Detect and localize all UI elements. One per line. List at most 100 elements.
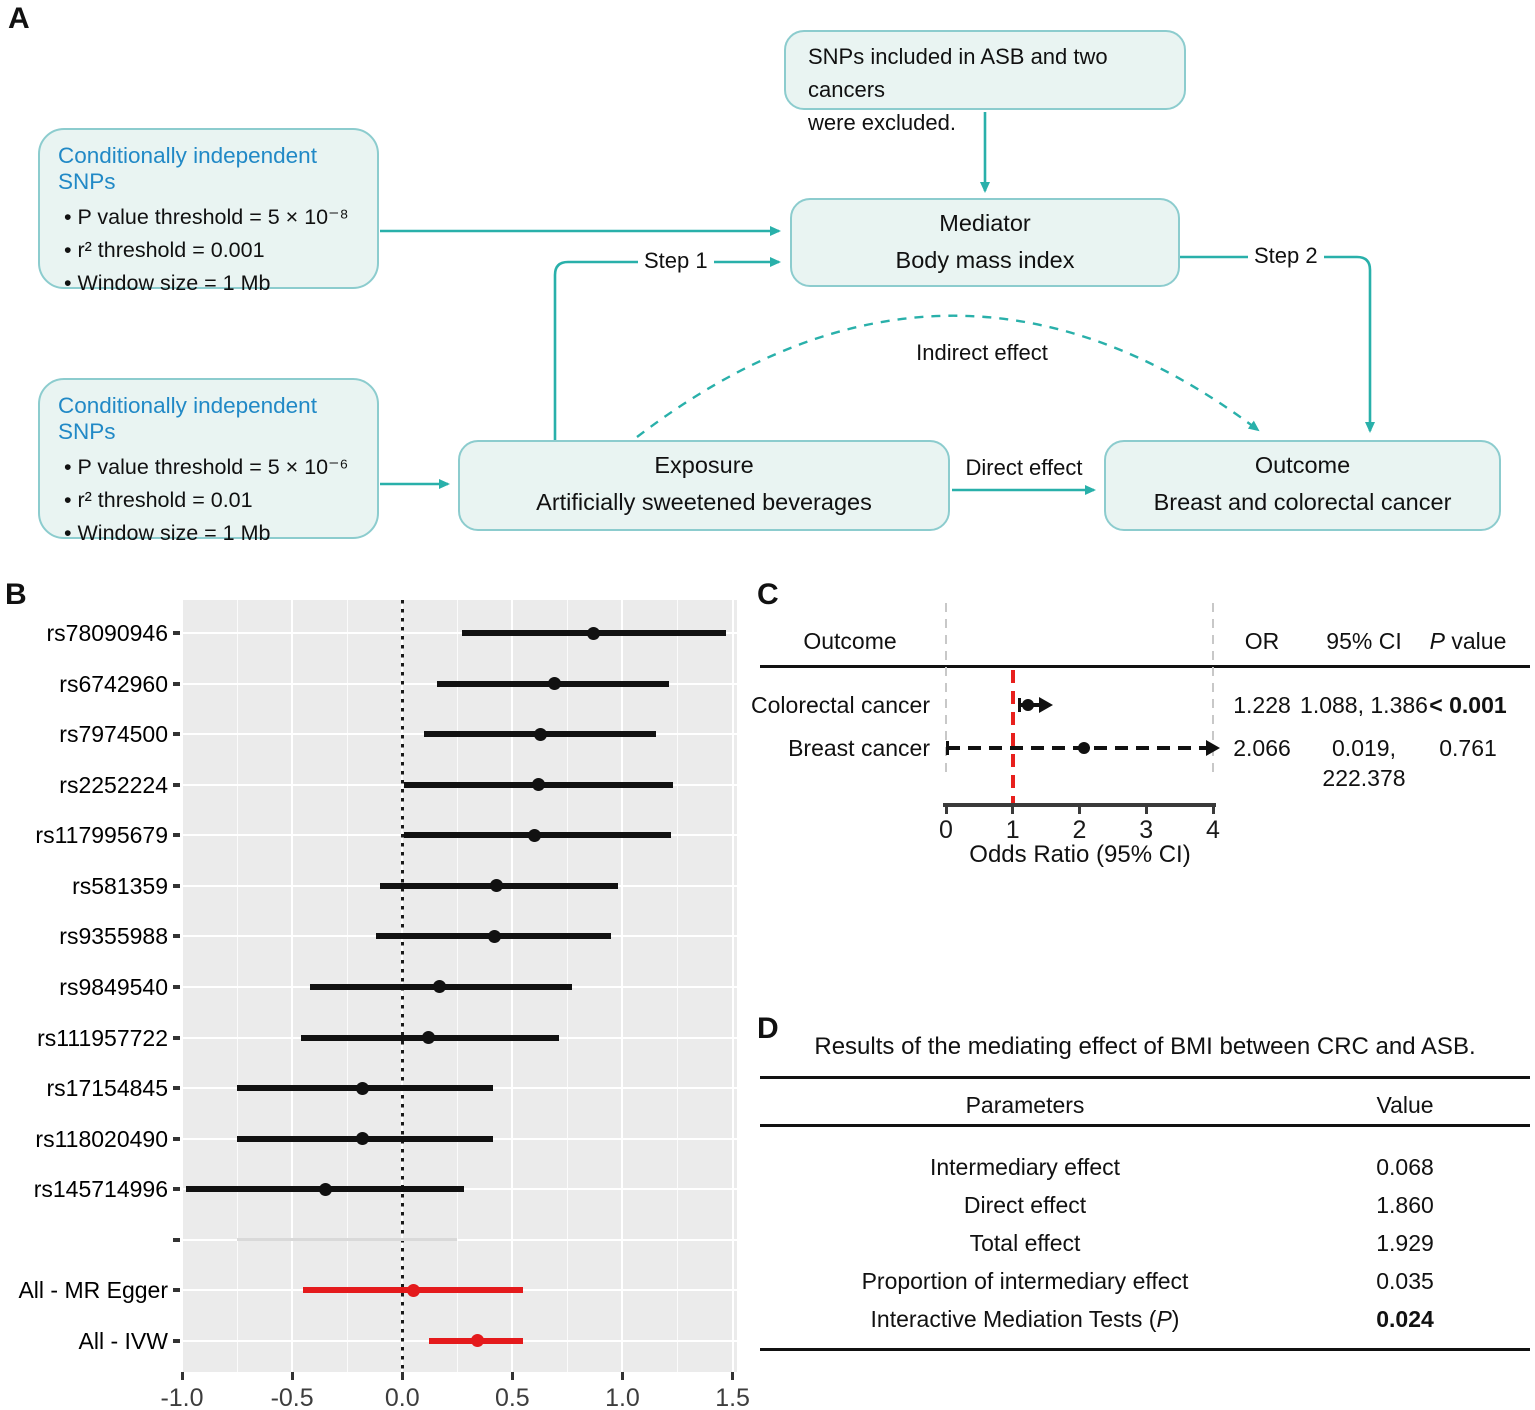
grid-vertical-major-line bbox=[731, 600, 734, 1372]
point-estimate-dot bbox=[534, 727, 548, 741]
x-axis-tick bbox=[731, 1372, 735, 1380]
y-axis-label: rs9355988 bbox=[59, 923, 168, 950]
ci-arrowhead bbox=[1038, 697, 1053, 713]
or-table-header-pvalue: P value bbox=[1398, 628, 1535, 655]
indirect-effect-label: Indirect effect bbox=[916, 340, 1048, 365]
or-row-p-value: < 0.001 bbox=[1429, 692, 1507, 718]
p-rest: value bbox=[1444, 628, 1507, 654]
exposure-box: Exposure Artificially sweetened beverage… bbox=[458, 440, 950, 531]
x-axis-tick-label: 0.5 bbox=[494, 1384, 530, 1410]
x-axis-tick bbox=[1078, 806, 1081, 814]
mediation-table-rule-mid bbox=[760, 1124, 1530, 1127]
or-table-header-or: OR bbox=[1244, 628, 1280, 654]
grid-horizontal-line bbox=[182, 632, 737, 634]
y-axis-tick bbox=[173, 1035, 180, 1040]
y-axis-label: rs118020490 bbox=[35, 1125, 168, 1152]
snp-criteria-bullet: • r² threshold = 0.01 bbox=[64, 488, 253, 512]
panel-d-label: D bbox=[757, 1012, 779, 1045]
x-axis-tick-label: 4 bbox=[1206, 816, 1220, 844]
y-axis-tick bbox=[173, 1136, 180, 1141]
mediation-row-param: Intermediary effect bbox=[929, 1154, 1121, 1180]
y-axis-label: rs6742960 bbox=[59, 670, 168, 697]
mediation-table-rule-bottom bbox=[760, 1348, 1530, 1351]
param-italic: P bbox=[1156, 1306, 1172, 1332]
grid-vertical-major-line bbox=[181, 600, 183, 1372]
arrow-indirect-effect-curve bbox=[636, 314, 1260, 438]
point-estimate-dot bbox=[547, 677, 561, 691]
y-axis-label: rs117995679 bbox=[35, 822, 168, 849]
grid-vertical-minor-line bbox=[677, 600, 679, 1372]
ci-arrowhead bbox=[1206, 740, 1221, 756]
y-axis-label: rs17154845 bbox=[46, 1075, 169, 1102]
y-axis-tick bbox=[173, 934, 180, 939]
y-axis-tick bbox=[173, 1338, 180, 1343]
point-estimate-dot bbox=[470, 1334, 484, 1348]
step2-label: Step 2 bbox=[1248, 243, 1324, 269]
x-axis-tick-label: 0.0 bbox=[384, 1384, 420, 1410]
x-axis-tick-label: -1.0 bbox=[160, 1384, 204, 1410]
ci-line bbox=[237, 1238, 458, 1242]
x-axis-tick bbox=[944, 806, 948, 814]
y-axis-label: All - MR Egger bbox=[18, 1277, 168, 1304]
x-axis-tick bbox=[180, 1372, 184, 1380]
point-estimate-dot bbox=[318, 1182, 332, 1196]
y-axis-label: rs78090946 bbox=[46, 620, 169, 646]
p-italic: P bbox=[1429, 628, 1445, 654]
snp-criteria-bullet: • r² threshold = 0.001 bbox=[64, 238, 265, 262]
panel-b-label: B bbox=[5, 578, 27, 611]
mediator-title: Mediator bbox=[939, 210, 1031, 236]
or-row-or-value: 2.066 bbox=[1233, 735, 1291, 761]
snp-criteria-bullet: • Window size = 1 Mb bbox=[64, 521, 271, 545]
x-axis-tick bbox=[1211, 806, 1215, 814]
grid-vertical-major-line bbox=[621, 600, 624, 1372]
param-post: ) bbox=[1171, 1306, 1180, 1332]
outcome-title: Outcome bbox=[1254, 452, 1351, 478]
outcome-box: Outcome Breast and colorectal cancer bbox=[1104, 440, 1501, 531]
param-pre: Interactive Mediation Tests ( bbox=[870, 1306, 1157, 1332]
point-estimate-dot bbox=[356, 1132, 370, 1146]
panel-a-label: A bbox=[8, 2, 30, 35]
snp-criteria-title: Conditionally independent SNPs bbox=[58, 393, 317, 444]
y-axis-tick bbox=[173, 833, 180, 838]
point-estimate-dot bbox=[488, 929, 502, 943]
or-row-p-value: 0.761 bbox=[1439, 735, 1497, 761]
mediation-row-param: Interactive Mediation Tests (P) bbox=[790, 1304, 1260, 1334]
or-row-ci-value: 0.019, 222.378 bbox=[1322, 735, 1406, 791]
point-estimate-dot bbox=[1077, 742, 1090, 754]
y-axis-label: rs9849540 bbox=[59, 973, 168, 1000]
point-estimate-dot bbox=[527, 828, 541, 842]
y-axis-label: rs145714996 bbox=[33, 1176, 168, 1203]
snp-criteria-box-top: Conditionally independent SNPs • P value… bbox=[38, 128, 379, 295]
y-axis-tick bbox=[173, 732, 180, 737]
y-axis-label: rs581359 bbox=[72, 872, 168, 899]
y-axis-tick bbox=[173, 681, 180, 686]
x-axis-tick bbox=[400, 1372, 404, 1380]
or-table-header-rule bbox=[760, 665, 1530, 668]
panel-a-arrows-layer bbox=[380, 112, 1375, 495]
mediation-row-value: 1.860 bbox=[1376, 1192, 1434, 1218]
x-axis-tick-label: 1 bbox=[1005, 816, 1020, 844]
outcome-subtitle: Breast and colorectal cancer bbox=[1153, 489, 1452, 515]
point-estimate-dot bbox=[406, 1283, 420, 1297]
point-estimate-dot bbox=[490, 879, 504, 893]
mediator-box: Mediator Body mass index bbox=[790, 198, 1180, 287]
mediation-table-header-value: Value bbox=[1376, 1092, 1434, 1118]
point-estimate-dot bbox=[433, 980, 447, 994]
x-axis-tick-label: 2 bbox=[1072, 816, 1087, 844]
snp-criteria-bullet: • P value threshold = 5 × 10⁻⁸ bbox=[64, 205, 349, 229]
y-axis-label: All - IVW bbox=[78, 1327, 168, 1354]
plot-boundary-guide bbox=[945, 603, 947, 777]
y-axis-tick bbox=[173, 782, 180, 787]
y-axis-tick bbox=[173, 1288, 180, 1293]
snp-criteria-box-bottom: Conditionally independent SNPs • P value… bbox=[38, 378, 379, 545]
exposure-title: Exposure bbox=[654, 452, 754, 478]
mediation-table-rule-top bbox=[760, 1076, 1530, 1079]
exclusion-note-line2: were excluded. bbox=[808, 110, 956, 135]
point-estimate-dot bbox=[422, 1031, 436, 1045]
snp-criteria-bullet: • P value threshold = 5 × 10⁻⁶ bbox=[64, 455, 349, 479]
step1-label: Step 1 bbox=[638, 248, 714, 274]
x-axis-tick bbox=[510, 1372, 514, 1380]
or-reference-line bbox=[1011, 670, 1015, 807]
x-axis-tick bbox=[1144, 806, 1148, 814]
